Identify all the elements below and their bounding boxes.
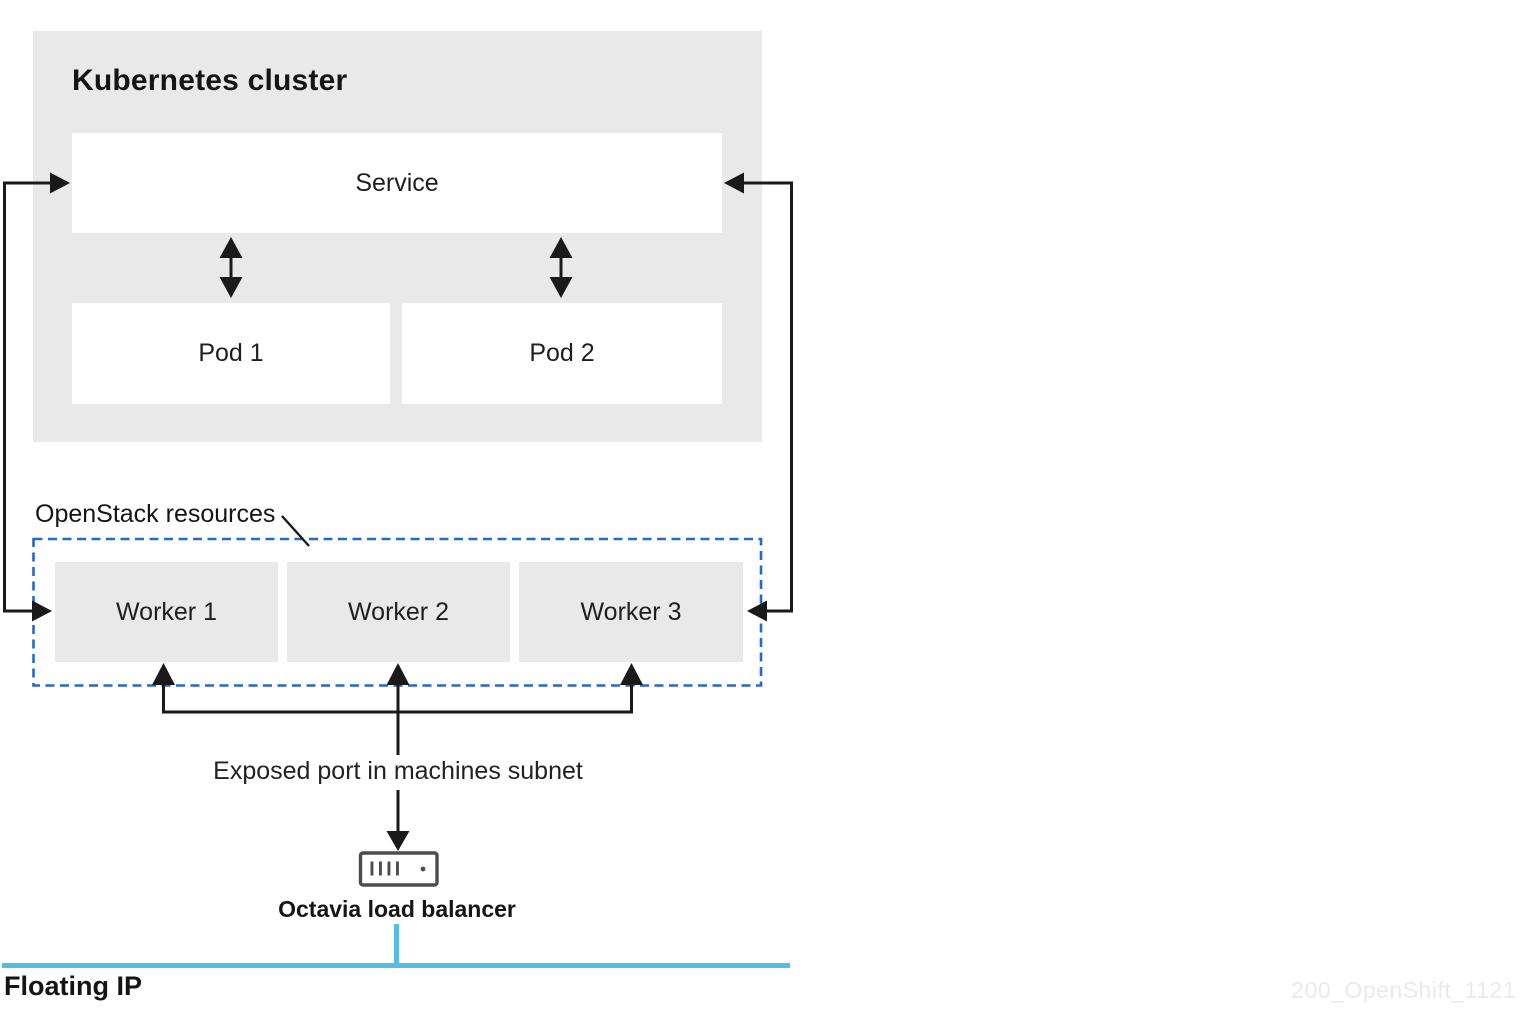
openstack-resources-label: OpenStack resources	[35, 500, 276, 528]
worker-1-box: Worker 1	[55, 562, 278, 662]
service-box: Service	[72, 133, 722, 233]
worker-1-label: Worker 1	[116, 597, 217, 626]
arrowhead-into-worker3-bottom	[620, 663, 643, 685]
watermark-label: 200_OpenShift_1121	[1291, 977, 1516, 1003]
arrowhead-into-worker3	[747, 600, 767, 622]
openstack-label-pointer-line	[281, 515, 310, 547]
worker-2-label: Worker 2	[348, 597, 449, 626]
worker-3-label: Worker 3	[580, 597, 682, 626]
worker-3-box: Worker 3	[519, 562, 743, 662]
worker-2-box: Worker 2	[287, 562, 510, 662]
pod-2-box: Pod 2	[402, 303, 722, 404]
kubernetes-cluster-title: Kubernetes cluster	[72, 64, 348, 97]
floating-ip-network-line	[2, 924, 790, 968]
pod-1-label: Pod 1	[198, 339, 264, 367]
arrowhead-into-worker2-bottom	[386, 663, 410, 685]
floating-ip-label: Floating IP	[4, 971, 142, 1001]
load-balancer-icon	[358, 851, 439, 887]
octavia-load-balancer-label: Octavia load balancer	[278, 896, 516, 922]
service-label: Service	[355, 168, 439, 197]
arrowhead-into-load-balancer	[386, 831, 410, 851]
arrowhead-into-worker1	[32, 600, 52, 622]
exposed-port-label: Exposed port in machines subnet	[213, 757, 583, 785]
arrowhead-into-worker1-bottom	[152, 663, 175, 685]
pod-1-box: Pod 1	[72, 303, 390, 404]
pod-2-label: Pod 2	[529, 339, 595, 367]
